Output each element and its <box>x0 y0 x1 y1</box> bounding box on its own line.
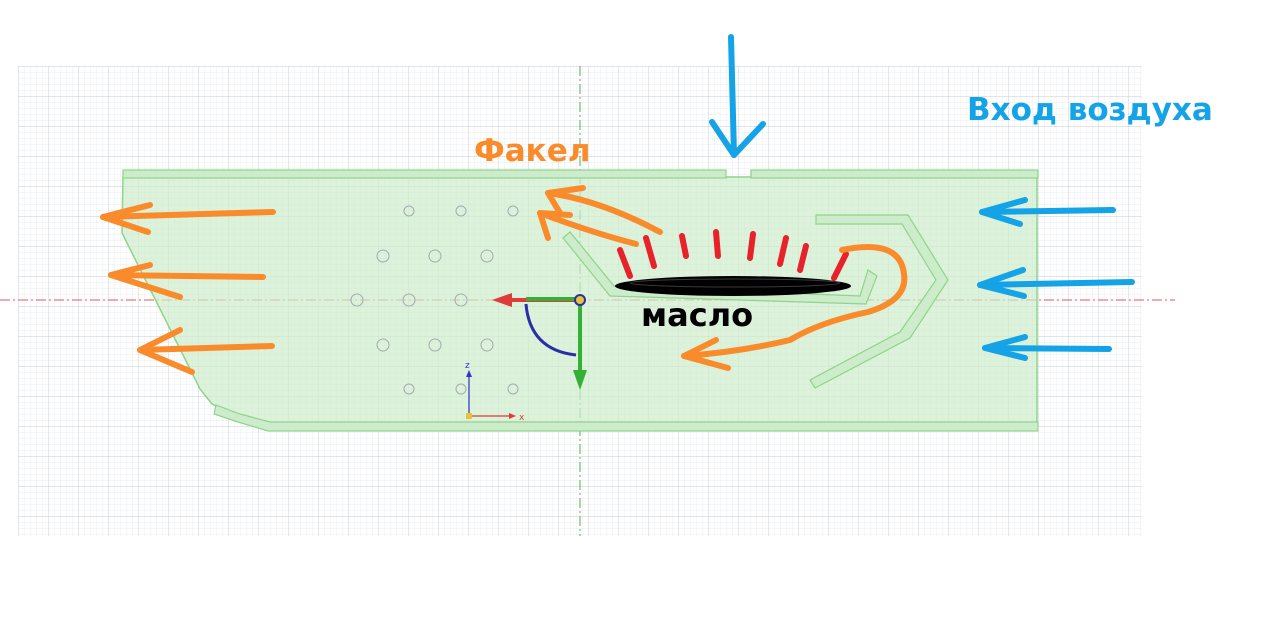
air-arrows <box>709 34 1135 361</box>
oil-puddle <box>615 276 851 296</box>
air-inlet-arrow-icon <box>982 334 1112 361</box>
triad-z-label: z <box>465 361 470 371</box>
air-inlet-label: Вход воздуха <box>967 92 1213 128</box>
flame-mark-icon <box>797 243 809 273</box>
oil-label: масло <box>641 296 754 334</box>
flame-mark-icon <box>679 233 689 259</box>
flame-mark-icon <box>643 235 657 269</box>
torch-arrow-icon <box>100 202 276 235</box>
flame-mark-icon <box>831 251 849 281</box>
holes <box>350 205 519 395</box>
torch-arrow-icon <box>108 262 266 300</box>
recirculation-arrow-icon <box>681 244 908 371</box>
flame-marks <box>617 229 849 281</box>
coordinate-triad-icon: z x <box>465 361 525 423</box>
torch-arrow-icon <box>137 327 275 375</box>
torch-label: Факел <box>474 133 591 169</box>
flame-mark-icon <box>777 235 789 267</box>
air-inlet-arrow-icon <box>977 267 1135 299</box>
triad-x-label: x <box>519 413 525 423</box>
flame-mark-icon <box>713 229 721 259</box>
air-inlet-arrow-icon <box>709 34 766 158</box>
torch-arrow-icon <box>545 185 663 235</box>
flame-mark-icon <box>617 247 633 279</box>
torch-arrows <box>100 185 663 375</box>
flame-mark-icon <box>747 231 756 261</box>
air-inlet-arrow-icon <box>979 197 1116 227</box>
torch-arrow-icon <box>537 210 639 247</box>
move-gizmo-icon[interactable] <box>492 293 587 390</box>
